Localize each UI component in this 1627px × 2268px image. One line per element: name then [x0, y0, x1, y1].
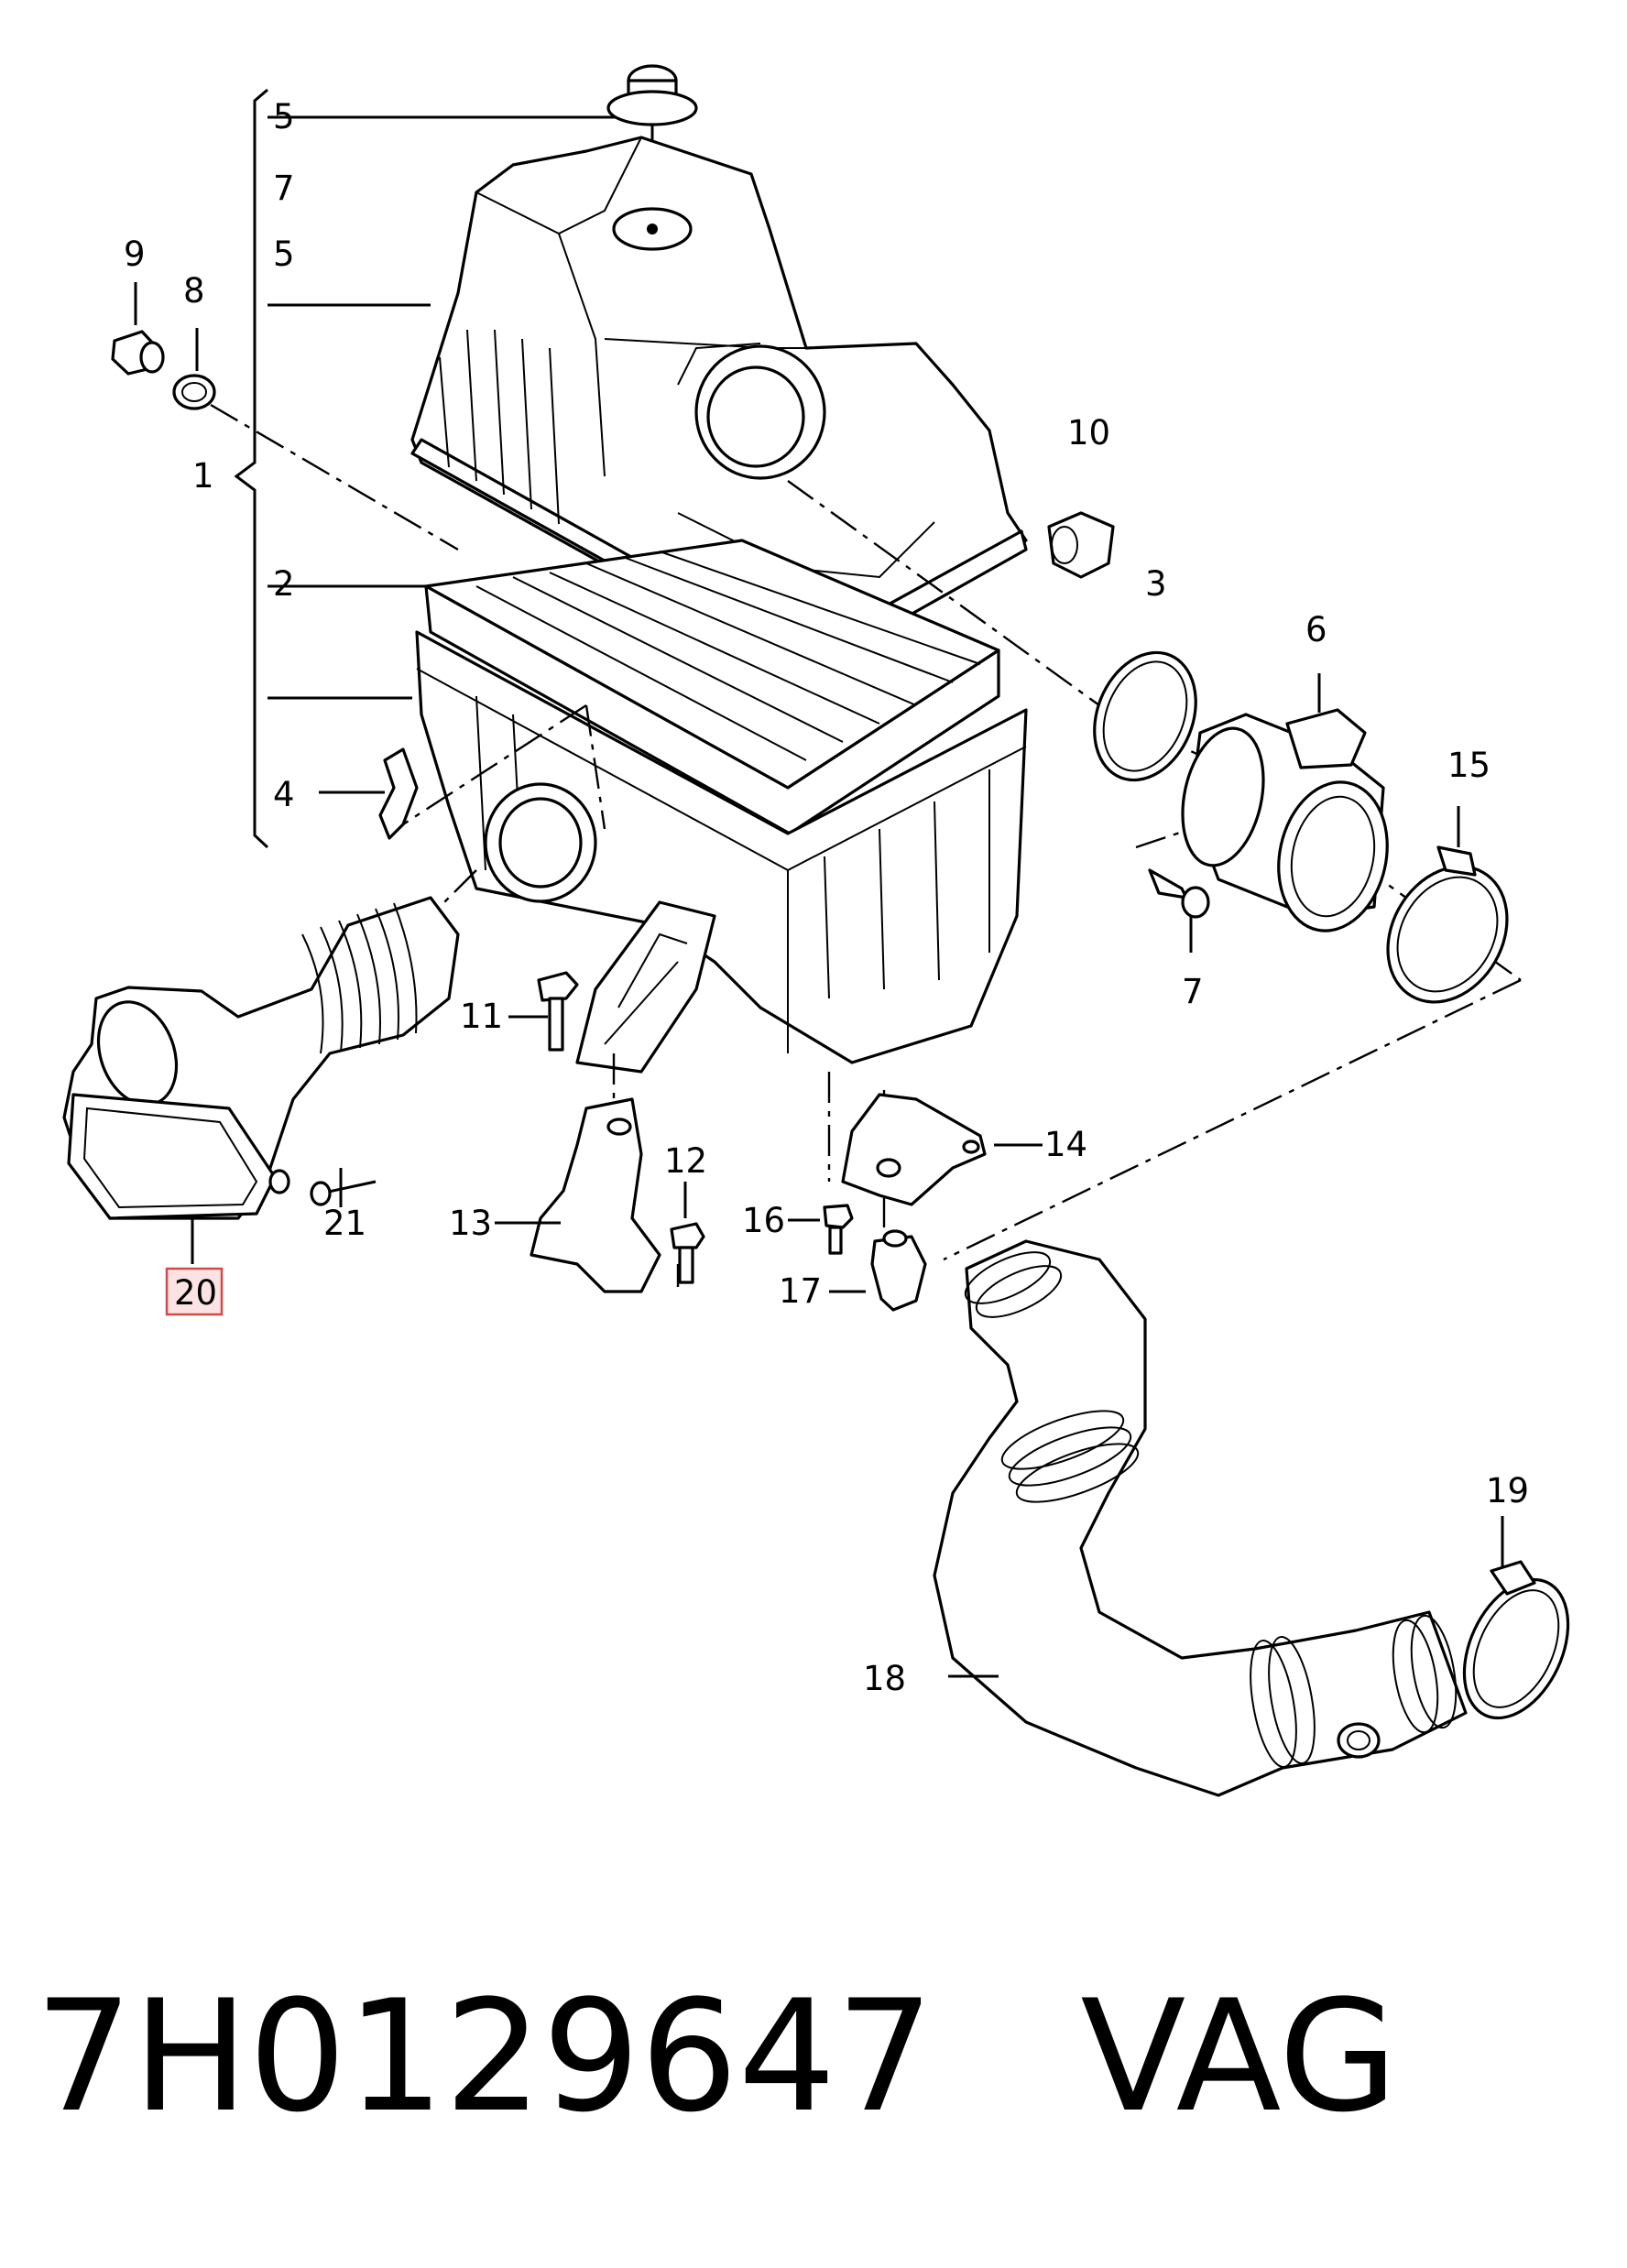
callout-1: 1 [192, 456, 214, 496]
callout-4: 4 [273, 775, 295, 814]
callout-18: 18 [863, 1659, 906, 1698]
filter-element-part [424, 539, 1000, 835]
callout-labels: 5 7 5 9 8 1 2 4 10 3 6 15 7 11 12 13 14 … [124, 97, 1529, 1698]
bolt-12-part [670, 1182, 705, 1284]
rubber-grommet-part [1047, 511, 1115, 579]
callout-9: 9 [124, 234, 146, 274]
rubber-mount-part [829, 1229, 927, 1312]
clip-part [172, 328, 216, 410]
callout-17: 15 [1447, 746, 1491, 785]
brand-name: VAG [1080, 1967, 1398, 2146]
pin-part [310, 1168, 377, 1207]
callout-2: 2 [273, 564, 295, 604]
highlight-box [165, 1267, 224, 1316]
callout-5-top: 7 [273, 169, 295, 208]
part-number: 7H0129647 [35, 1967, 934, 2146]
callout-6: 6 [1305, 610, 1327, 649]
callout-7-top: 5 [273, 234, 295, 274]
hose-clamp-lower-part [1462, 1516, 1570, 1720]
intake-hose-part [933, 1239, 1468, 1797]
callout-13: 13 [449, 1204, 492, 1243]
callout-19: 19 [1486, 1471, 1529, 1510]
screw-part [1148, 868, 1210, 953]
air-mass-meter-part [1181, 673, 1389, 932]
callout-5: 3 [1145, 564, 1167, 604]
callout-20-highlighted: 20 [174, 1273, 217, 1313]
callout-7: 7 [1182, 972, 1204, 1011]
callout-16: 16 [742, 1201, 785, 1240]
nut-part [111, 282, 165, 376]
callout-14: 14 [1044, 1125, 1087, 1164]
callout-21: 21 [323, 1204, 366, 1243]
bolt-16-part [788, 1204, 854, 1255]
o-ring-part [1093, 650, 1197, 782]
mount-plate-part [841, 1093, 1043, 1206]
callout-3: 5 [273, 97, 295, 136]
filter-housing-lower [415, 630, 1028, 1074]
intake-duct-part [62, 896, 460, 1264]
callout-10: 10 [1067, 413, 1110, 453]
callout-11: 11 [460, 997, 503, 1036]
callout-15: 17 [779, 1271, 822, 1311]
mount-bracket-part [495, 1097, 661, 1293]
hose-clamp-upper-part [1386, 806, 1509, 1004]
bolt-11-part [508, 971, 579, 1052]
callout-12: 12 [664, 1141, 707, 1181]
footer: 7H0129647 VAG [35, 1951, 1592, 2162]
clip-4-part [330, 747, 419, 840]
callout-8: 8 [183, 271, 205, 311]
